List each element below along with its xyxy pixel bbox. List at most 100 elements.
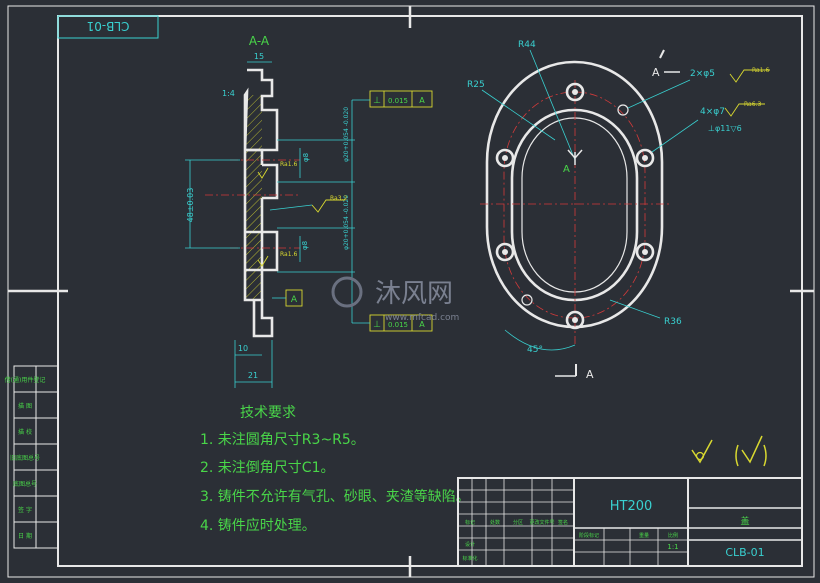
dim-width-top: 15 bbox=[254, 52, 264, 61]
tb-cell-1: 标记 bbox=[465, 519, 475, 526]
tech-item-4: 4. 铸件应时处理。 bbox=[200, 517, 316, 534]
hole-bottom-center bbox=[572, 317, 578, 323]
tol-value-1: 0.015 bbox=[388, 97, 408, 105]
hole-bottom bbox=[565, 310, 585, 330]
roughness-3: Ra1.6 bbox=[280, 251, 297, 258]
dim-bore1: φ8 bbox=[302, 153, 310, 162]
tb-cell-8: 标准化 bbox=[462, 555, 477, 562]
leader-large-holes bbox=[651, 119, 699, 153]
title-block: 标记 处数 分区 更改文件号 签名 设计 标准化 阶段标记 重量 比例 1:1 … bbox=[457, 477, 803, 567]
hole-left-upper bbox=[495, 148, 515, 168]
tb-cell-7: 设计 bbox=[465, 541, 475, 548]
dim-fit1: φ20+0.054 -0.020 bbox=[343, 107, 350, 162]
tb-cell-11: 比例 bbox=[668, 532, 678, 539]
paren-right bbox=[763, 444, 767, 467]
watermark-brand: 沐风网 bbox=[375, 279, 453, 309]
roughness-symbol-1 bbox=[257, 167, 269, 179]
section-bore-upper bbox=[262, 163, 279, 200]
tb-material: HT200 bbox=[610, 499, 653, 514]
section-hatch bbox=[245, 95, 262, 300]
roughness-5: Ra6.3 bbox=[744, 101, 761, 108]
callout-small-holes: 2×φ5 bbox=[690, 69, 715, 79]
center-mark bbox=[567, 149, 583, 165]
section-arrow-label-bottom: A bbox=[586, 368, 594, 381]
radius-r25: R25 bbox=[467, 80, 485, 90]
section-view: A-A 15 1:4 48±0.03 10 21 φ8 bbox=[185, 34, 433, 388]
radius-r44: R44 bbox=[518, 40, 536, 50]
watermark-url: www.mfcad.com bbox=[385, 313, 459, 323]
roughness-symbol-3 bbox=[257, 255, 269, 267]
code-text-top: CLB-01 bbox=[87, 19, 130, 33]
tech-item-2: 2. 未注倒角尺寸C1。 bbox=[200, 460, 335, 476]
hole-right-lower-center bbox=[642, 249, 648, 255]
tb-cell-5: 签名 bbox=[558, 519, 568, 526]
dim-bottom-a: 10 bbox=[238, 344, 248, 353]
leader-r25 bbox=[481, 89, 556, 141]
tech-requirements: 技术要求 1. 未注圆角尺寸R3~R5。 2. 未注倒角尺寸C1。 3. 铸件不… bbox=[200, 405, 470, 534]
hole-left-lower-center bbox=[502, 249, 508, 255]
dim-span: 48±0.03 bbox=[186, 188, 195, 223]
dim-chamfer: 1:4 bbox=[222, 89, 235, 98]
section-outline-top bbox=[243, 68, 279, 152]
hole-right-upper-center bbox=[642, 155, 648, 161]
roughness-leader-2 bbox=[269, 204, 313, 211]
hole-group bbox=[495, 82, 655, 330]
paren-symbol bbox=[741, 435, 763, 464]
callout-counterbore: ⊥φ11▽6 bbox=[708, 124, 742, 133]
leader-small-holes bbox=[627, 79, 691, 109]
section-arrow-label-top: A bbox=[652, 66, 660, 79]
tol-frame-bottom: ⊥ 0.015 A bbox=[351, 310, 433, 332]
strip-label-7: 日 期 bbox=[18, 532, 32, 540]
hole-right-upper bbox=[635, 148, 655, 168]
tech-item-3: 3. 铸件不允许有气孔、砂眼、夹渣等缺陷。 bbox=[200, 488, 470, 505]
tb-cell-2: 处数 bbox=[490, 519, 500, 526]
hole-right-lower bbox=[635, 242, 655, 262]
code-box-top bbox=[57, 15, 159, 39]
tb-cell-4: 更改文件号 bbox=[529, 519, 554, 526]
watermark: 沐风网 www.mfcad.com bbox=[331, 276, 459, 323]
inner-opening bbox=[521, 117, 628, 293]
tol-frame-top: ⊥ 0.015 A bbox=[352, 90, 433, 108]
roughness-2: Ra3.2 bbox=[330, 195, 347, 202]
strip-label-5: 底图总号 bbox=[13, 480, 37, 488]
hole-top-center bbox=[572, 89, 578, 95]
tb-scale: 1:1 bbox=[667, 543, 678, 551]
roughness-symbol-4 bbox=[729, 69, 770, 83]
section-arrow-tick-top bbox=[659, 49, 665, 59]
tol-symbol-2: ⊥ bbox=[373, 320, 381, 330]
leader-r36 bbox=[609, 299, 661, 319]
callout-large-holes: 4×φ7 bbox=[700, 107, 725, 117]
tb-part-name: 盖 bbox=[740, 515, 749, 527]
section-outline-bottom bbox=[243, 150, 274, 338]
datum-label: A bbox=[291, 295, 298, 305]
tb-cell-3: 分区 bbox=[513, 519, 523, 526]
radius-r36: R36 bbox=[664, 317, 682, 327]
bolt-circle bbox=[503, 91, 646, 319]
hole-top bbox=[565, 82, 585, 102]
strip-label-6: 签 字 bbox=[18, 506, 32, 514]
tech-item-1: 1. 未注圆角尺寸R3~R5。 bbox=[200, 432, 365, 448]
tol-datum-2: A bbox=[419, 320, 425, 329]
roughness-1: Ra1.6 bbox=[280, 161, 297, 168]
roughness-symbol-5 bbox=[724, 103, 765, 117]
roughness-symbol-2 bbox=[311, 199, 345, 213]
general-roughness-symbol bbox=[691, 439, 713, 464]
hole-left-lower bbox=[495, 242, 515, 262]
dim-bore2: φ8 bbox=[301, 241, 309, 250]
pin-hole-lower bbox=[521, 294, 533, 306]
inner-rim bbox=[510, 108, 639, 302]
left-strip: 借(通)用件登记 描 图 描 校 旧底图总号 底图总号 签 字 日 期 bbox=[5, 365, 59, 549]
tb-drawing-code: CLB-01 bbox=[725, 546, 764, 559]
angle-arc bbox=[504, 329, 576, 351]
tol-datum-1: A bbox=[419, 96, 425, 105]
dim-fit2: φ20+0.054 -0.020 bbox=[343, 195, 350, 250]
strip-label-1: 借(通)用件登记 bbox=[5, 376, 46, 384]
angle-label: 45° bbox=[527, 345, 543, 355]
tol-value-2: 0.015 bbox=[388, 321, 408, 329]
hole-left-upper-center bbox=[502, 155, 508, 161]
paren-left bbox=[735, 444, 739, 467]
pin-hole-upper bbox=[617, 104, 629, 116]
strip-label-2: 描 图 bbox=[18, 402, 32, 410]
tb-cell-9: 阶段标记 bbox=[579, 532, 599, 539]
leader-r44 bbox=[529, 49, 576, 161]
